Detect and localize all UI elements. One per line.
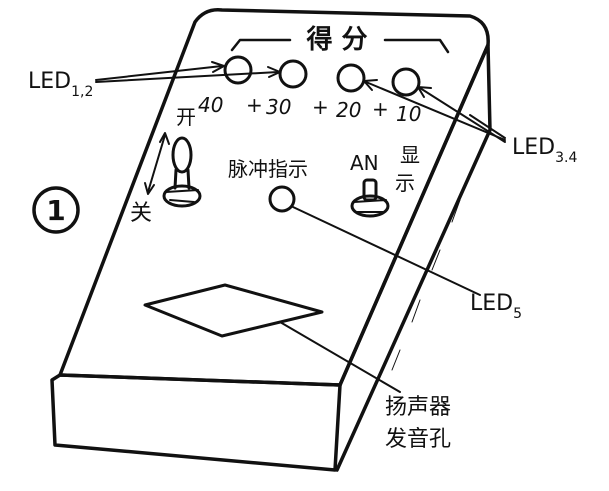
led34-callout: LED3.4 bbox=[363, 79, 577, 166]
device-box bbox=[50, 8, 492, 472]
led12-label: LED1,2 bbox=[28, 69, 93, 100]
box-side-face bbox=[335, 43, 492, 472]
score-values: 40 + 30 + 20 + 10 bbox=[198, 93, 421, 126]
led34-arrow-2 bbox=[419, 87, 506, 143]
display-label-1: 显 bbox=[400, 143, 420, 167]
led-5 bbox=[268, 185, 296, 213]
led34-label: LED3.4 bbox=[512, 135, 577, 166]
an-button: AN 显 示 bbox=[350, 143, 420, 218]
score-leds bbox=[223, 55, 421, 97]
led5-leader bbox=[292, 206, 481, 296]
score-bracket-right bbox=[383, 38, 450, 54]
figure-number: 1 bbox=[32, 186, 80, 234]
figure-number-text: 1 bbox=[46, 194, 65, 227]
score-title: 得 分 bbox=[305, 25, 367, 55]
switch-base bbox=[162, 184, 202, 208]
led-2 bbox=[278, 59, 308, 89]
box-front-face bbox=[50, 373, 342, 472]
led-3 bbox=[336, 63, 366, 93]
led34-arrow-1 bbox=[365, 81, 506, 141]
score-bracket-left bbox=[230, 38, 292, 52]
score-value-20: 20 bbox=[336, 98, 361, 122]
score-value-40: 40 bbox=[198, 93, 223, 117]
speaker-hole: 扬声器 发音孔 bbox=[143, 283, 451, 452]
an-label: AN bbox=[350, 151, 379, 175]
figure-number-circle bbox=[32, 186, 80, 234]
score-value-30: 30 bbox=[266, 95, 291, 119]
pulse-indicator-label: 脉冲指示 bbox=[228, 157, 308, 181]
speaker-label-1: 扬声器 bbox=[385, 395, 451, 420]
led12-arrow-2 bbox=[95, 71, 279, 83]
led12-callout: LED1,2 bbox=[28, 61, 281, 100]
speaker-hole-shape bbox=[143, 283, 324, 338]
an-button-base bbox=[350, 194, 390, 218]
led5-label: LED5 bbox=[470, 291, 522, 322]
pulse-indicator: 脉冲指示 bbox=[228, 157, 308, 213]
speaker-label-2: 发音孔 bbox=[385, 427, 451, 452]
switch-on-label: 开 bbox=[176, 105, 196, 129]
led-1 bbox=[223, 55, 253, 85]
score-header: 得 分 bbox=[230, 25, 450, 55]
speaker-leader bbox=[279, 321, 401, 393]
score-plus-1: + bbox=[246, 93, 263, 117]
switch-lever bbox=[171, 136, 193, 174]
score-plus-3: + bbox=[372, 97, 389, 121]
display-label-2: 示 bbox=[395, 171, 415, 195]
switch-direction-arrow bbox=[147, 134, 166, 193]
score-value-10: 10 bbox=[396, 102, 421, 126]
led5-callout: LED5 bbox=[292, 206, 522, 322]
led-4 bbox=[391, 67, 421, 97]
box-top-face bbox=[58, 8, 490, 387]
score-plus-2: + bbox=[312, 95, 329, 119]
led12-arrow-1 bbox=[95, 65, 223, 81]
switch-off-label: 关 bbox=[130, 201, 152, 226]
power-switch: 开 关 bbox=[130, 105, 202, 226]
